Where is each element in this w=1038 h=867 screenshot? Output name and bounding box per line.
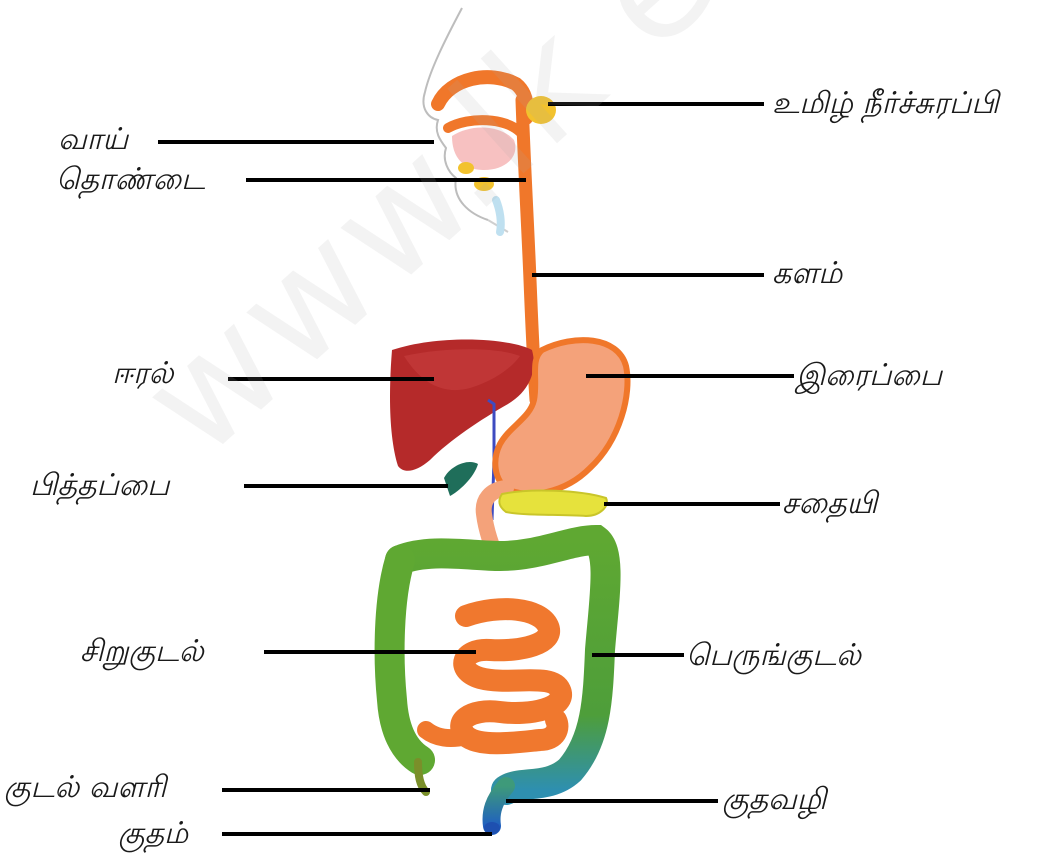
label-stomach: இரைப்பை [796,358,942,394]
rectum-shape [492,786,506,826]
gallbladder-shape [444,462,478,496]
label-anus: குதவழி [722,782,826,818]
label-small-intestine: சிறுகுடல் [80,634,204,670]
label-esophagus: களம் [772,256,842,292]
pancreas-shape [499,491,607,516]
label-large-intestine: பெருங்குடல் [686,638,861,674]
label-salivary-gland: உமிழ் நீர்ச்சுரப்பி [772,86,999,122]
ileum-shape [426,730,466,738]
label-liver: ஈரல் [112,356,174,392]
ascending-colon-shape [390,560,420,760]
label-pancreas: சதையி [782,486,877,522]
label-mouth: வாய் [58,122,128,158]
label-throat: தொண்டை [56,162,205,198]
label-gallbladder: பித்தப்பை [30,468,169,504]
label-appendix: குடல் வளரி [4,770,166,806]
label-rectum: குதம் [118,816,188,852]
small-intestine-shape [461,609,561,743]
